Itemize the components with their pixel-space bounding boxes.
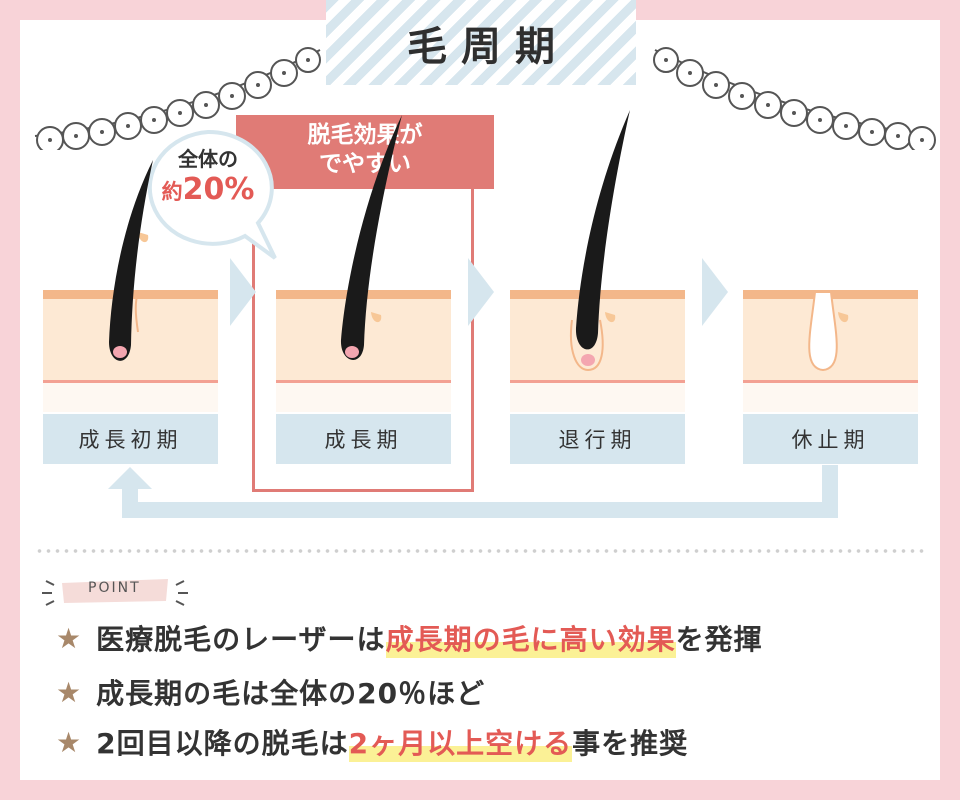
star-icon: ★ [56,675,83,709]
highlight-tag: 脱毛効果が でやすい [236,115,494,189]
point-item: ★ 成長期の毛は全体の20％ほど [56,672,485,712]
point-text: 2回目以降の脱毛は [96,727,349,760]
point-highlight: 2ヶ月以上空ける [348,722,573,762]
stage-label: 成長初期 [43,414,218,464]
bubble-text: 全体の 約20% [148,146,268,212]
hair-early-growth-icon [109,160,153,361]
hair-regression-icon [570,110,630,372]
point-item: ★ 医療脱毛のレーザーは成長期の毛に高い効果を発揮 [56,618,763,658]
stage-label: 成長期 [276,414,451,464]
dotted-divider [35,549,925,553]
stage-label: 退行期 [510,414,685,464]
stage-label: 休止期 [743,414,918,464]
arrow-right-icon [702,258,728,326]
bubble-prefix: 約 [161,180,183,204]
highlight-tag-line2: でやすい [319,151,411,177]
lace-garland-left [34,47,321,150]
arrow-right-icon [468,258,494,326]
cycle-return-arrow [108,465,838,518]
hair-follicle-resting-icon [808,291,849,372]
speech-bubble [147,129,277,260]
hair-growth-icon [340,115,402,360]
bubble-value: 20% [182,172,255,207]
point-tag: POINT [88,580,141,596]
arrow-right-icon [230,258,256,326]
highlight-tag-line1: 脱毛効果が [307,122,423,148]
point-tag-decoration [42,579,188,606]
star-icon: ★ [56,725,83,759]
title-banner: 毛周期 [326,0,636,85]
point-text-after: 事を推奨 [572,727,689,760]
point-highlight: 成長期の毛に高い効果 [385,618,676,658]
point-text: 医療脱毛のレーザーは [96,623,386,656]
point-text-after: を発揮 [675,623,763,656]
lace-garland-right [653,47,936,150]
bubble-line1: 全体の [178,147,238,171]
star-icon: ★ [56,621,83,655]
point-text: 成長期の毛は全体の20％ほど [96,677,486,710]
page-title: 毛周期 [407,22,569,70]
